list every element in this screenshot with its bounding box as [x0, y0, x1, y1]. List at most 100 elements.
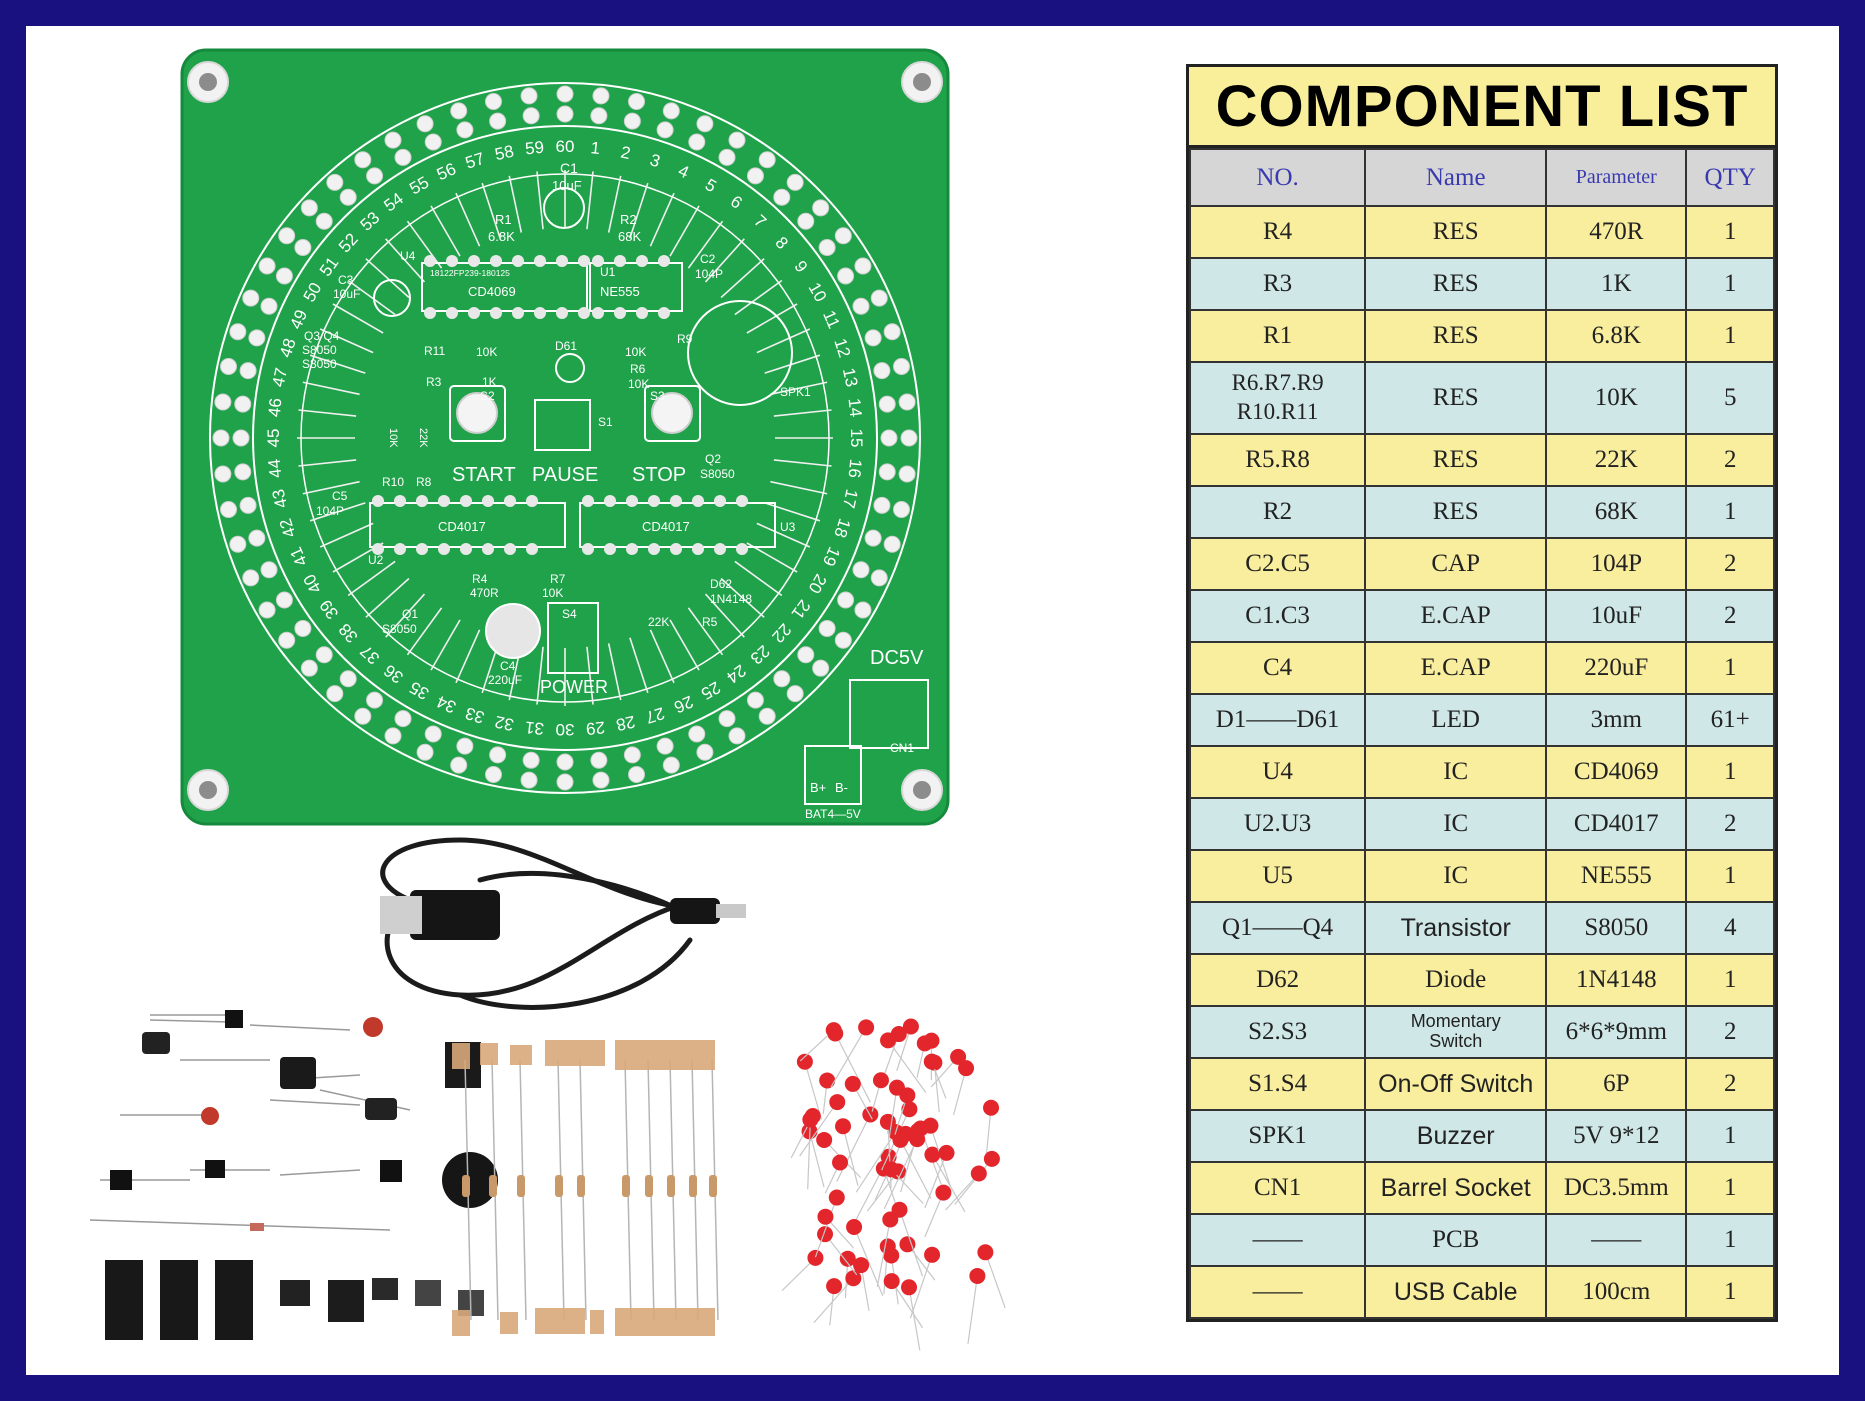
led-pad	[592, 771, 610, 789]
led-pad	[892, 501, 910, 519]
red-led	[983, 1099, 1000, 1158]
c5-label: C5	[332, 489, 348, 503]
led-pad	[834, 631, 852, 649]
led-trace	[536, 646, 544, 705]
ic-pad	[424, 307, 436, 319]
paper-tape	[500, 1312, 518, 1334]
led-pad	[315, 212, 333, 230]
ring-number-label: 57	[463, 149, 487, 173]
led-trace	[764, 502, 821, 522]
led-pad	[773, 670, 791, 688]
resistor	[462, 1059, 472, 1321]
c4-value: 220uF	[488, 673, 522, 687]
cell-parameter: 104P	[1545, 537, 1688, 591]
r4-label: R4	[472, 572, 488, 586]
cell-name: RES	[1364, 433, 1548, 487]
led-trace	[756, 522, 811, 548]
r3-value: 1K	[482, 375, 497, 389]
ic-pad	[578, 307, 590, 319]
ceramic-capacitor	[363, 1017, 383, 1037]
cell-no: U2.U3	[1188, 797, 1367, 851]
cell-no: R1	[1188, 309, 1367, 363]
led-pad	[239, 362, 257, 380]
cell-name: RES	[1364, 485, 1548, 539]
led-trace	[536, 171, 544, 230]
cell-name: E.CAP	[1364, 641, 1548, 695]
cell-qty: 2	[1685, 537, 1775, 591]
led-pad	[384, 727, 402, 745]
ring-number-label: 46	[265, 397, 286, 418]
led-pad	[556, 773, 574, 791]
cell-no: R4	[1188, 205, 1367, 259]
led-pad	[892, 357, 910, 375]
q3-part: S8050	[302, 343, 337, 357]
led-pad	[232, 429, 250, 447]
led-pad	[520, 87, 538, 105]
r9-label: R9	[677, 332, 693, 346]
led-pad	[366, 167, 384, 185]
cell-name: RES	[1364, 309, 1548, 363]
cell-no: R3	[1188, 257, 1367, 311]
ring-number-label: 29	[585, 717, 606, 738]
u4-label: U4	[400, 249, 416, 263]
cell-qty: 1	[1685, 309, 1775, 363]
transistor	[380, 1160, 402, 1182]
ic-pad	[504, 495, 516, 507]
cell-name: Buzzer	[1364, 1109, 1548, 1163]
resistor	[622, 1059, 632, 1321]
electrolytic-capacitor-large	[280, 1057, 316, 1089]
ic-chip	[215, 1260, 253, 1340]
red-led	[916, 1035, 933, 1078]
cell-parameter: 6*6*9mm	[1545, 1005, 1688, 1059]
cell-name: On-Off Switch	[1364, 1057, 1548, 1111]
cell-parameter: 1N4148	[1545, 953, 1688, 1007]
led-trace	[406, 607, 443, 656]
led-pad	[812, 659, 830, 677]
cell-no: D1——D61	[1188, 693, 1367, 747]
led-pad	[837, 267, 855, 285]
led-pad	[628, 765, 646, 783]
led-pad	[394, 148, 412, 166]
led-pad	[718, 710, 736, 728]
ic-pad	[736, 543, 748, 555]
cell-parameter: 220uF	[1545, 641, 1688, 695]
red-led	[814, 1189, 845, 1258]
ring-number-label: 58	[493, 142, 515, 165]
led-pad	[300, 199, 318, 217]
red-led	[894, 1087, 916, 1135]
ic-pad	[614, 255, 626, 267]
cell-qty: 2	[1685, 1057, 1775, 1111]
led-pad	[878, 395, 896, 413]
u3-label: U3	[780, 520, 796, 534]
ring-number-label: 33	[463, 703, 487, 727]
led-pad	[728, 131, 746, 149]
ic-chip	[105, 1260, 143, 1340]
header-name: Name	[1364, 148, 1548, 207]
led-pad	[818, 239, 836, 257]
led-pad	[234, 395, 252, 413]
ring-number-label: 11	[819, 308, 844, 332]
led-pad	[864, 329, 882, 347]
cell-qty: 1	[1685, 205, 1775, 259]
ic-pad	[490, 307, 502, 319]
resistor	[489, 1059, 499, 1321]
r6-value: 10K	[628, 377, 649, 391]
red-led	[844, 1075, 873, 1120]
led-pad	[260, 297, 278, 315]
r5-value: 22K	[648, 615, 669, 629]
led-trace	[669, 619, 700, 671]
cell-name: USB Cable	[1364, 1265, 1548, 1319]
resistor	[517, 1059, 527, 1321]
red-led	[892, 1131, 932, 1200]
led-pad	[728, 727, 746, 745]
cell-no: U4	[1188, 745, 1367, 799]
led-pad	[484, 93, 502, 111]
ic-pad	[526, 543, 538, 555]
ring-number-label: 17	[839, 487, 862, 509]
ic-pad	[658, 255, 670, 267]
resistor	[577, 1059, 587, 1321]
